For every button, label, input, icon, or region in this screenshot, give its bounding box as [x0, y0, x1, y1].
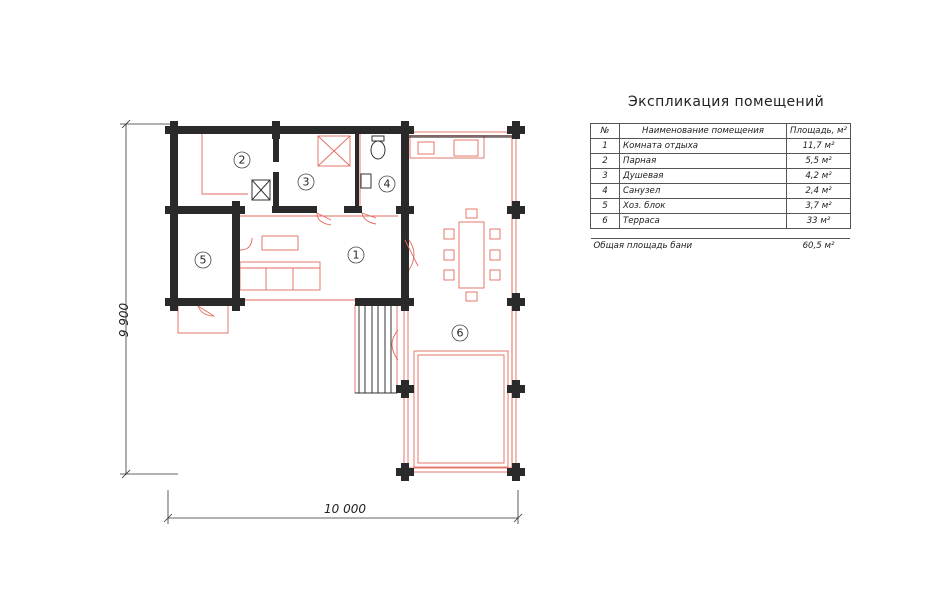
room-label-5: 5: [194, 251, 212, 269]
terrace: [403, 131, 517, 473]
total-value: 60,5 м²: [802, 241, 835, 251]
header-name: Наименование помещения: [619, 123, 787, 139]
row-name: Терраса: [619, 213, 787, 229]
room-label-3: 3: [297, 173, 315, 191]
doors: [197, 212, 419, 361]
sofa: [239, 261, 321, 291]
svg-text:4: 4: [384, 178, 391, 191]
table-header-row: № Наименование помещения Площадь, м²: [590, 123, 851, 139]
row-num: 5: [590, 198, 620, 214]
dimension-width-label: 10 000: [324, 502, 366, 516]
row-area: 33 м²: [786, 213, 851, 229]
room-label-4: 4: [378, 175, 396, 193]
row-num: 2: [590, 153, 620, 169]
row-num: 1: [590, 138, 620, 154]
table-row: 3 Душевая 4,2 м²: [590, 168, 851, 184]
row-area: 11,7 м²: [786, 138, 851, 154]
toilet-icon: [370, 135, 386, 160]
row-area: 4,2 м²: [786, 168, 851, 184]
row-num: 4: [590, 183, 620, 199]
dimension-vertical: [120, 119, 178, 479]
svg-text:3: 3: [303, 176, 310, 189]
explication-title: Экспликация помещений: [628, 94, 825, 110]
table-row: 5 Хоз. блок 3,7 м²: [590, 198, 851, 214]
svg-text:5: 5: [200, 254, 207, 267]
stairs: [354, 304, 398, 394]
row-name: Санузел: [619, 183, 787, 199]
table-spacer-row: [590, 228, 851, 239]
kitchen-counter: [409, 135, 485, 159]
table-row: 1 Комната отдыха 11,7 м²: [590, 138, 851, 154]
row-name: Хоз. блок: [619, 198, 787, 214]
dimension-height-label: 9 900: [117, 302, 131, 337]
stove-icon: [251, 179, 271, 201]
total-label: Общая площадь бани: [593, 241, 693, 251]
room-label-6: 6: [451, 324, 469, 342]
svg-text:6: 6: [457, 327, 464, 340]
dimension-horizontal: [163, 490, 523, 524]
row-name: Душевая: [619, 168, 787, 184]
row-area: 5,5 м²: [786, 153, 851, 169]
row-area: 3,7 м²: [786, 198, 851, 214]
log-joints: [165, 121, 525, 481]
table-row: 6 Терраса 33 м²: [590, 213, 851, 229]
shower-tray: [317, 135, 351, 167]
table-row: 4 Санузел 2,4 м²: [590, 183, 851, 199]
dining-table: [458, 221, 485, 289]
header-num: №: [590, 123, 620, 139]
svg-text:2: 2: [239, 154, 246, 167]
interior-lines: [178, 132, 398, 301]
pool: [417, 354, 505, 464]
svg-text:1: 1: [353, 249, 360, 262]
row-name: Комната отдыха: [619, 138, 787, 154]
explication-table: № Наименование помещения Площадь, м² 1 К…: [590, 123, 851, 253]
sauna-benches: [201, 134, 271, 201]
table-row: 2 Парная 5,5 м²: [590, 153, 851, 169]
row-area: 2,4 м²: [786, 183, 851, 199]
room-label-2: 2: [233, 151, 251, 169]
row-name: Парная: [619, 153, 787, 169]
table-total-row: Общая площадь бани 60,5 м²: [591, 239, 851, 254]
header-area: Площадь, м²: [786, 123, 851, 139]
room-label-1: 1: [347, 246, 365, 264]
sink-icon: [360, 173, 372, 189]
coffee-table: [261, 235, 299, 251]
row-num: 6: [590, 213, 620, 229]
row-num: 3: [590, 168, 620, 184]
